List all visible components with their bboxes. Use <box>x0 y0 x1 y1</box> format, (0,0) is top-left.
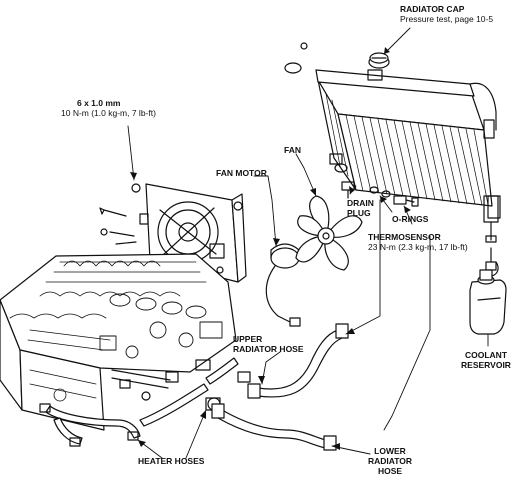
thermosensor-torque-label: 23 N-m (2.3 kg-m, 17 lb-ft) <box>368 242 468 252</box>
heater-hose-fittings <box>111 359 251 401</box>
drain-plug <box>341 181 355 199</box>
lower-radiator-hose <box>211 403 337 451</box>
radiator <box>315 69 501 219</box>
lower-hose-label-2: RADIATOR <box>367 456 413 466</box>
drain-plug-label-2: PLUG <box>347 208 371 218</box>
heater-hoses-label: HEATER HOSES <box>138 456 205 466</box>
radiator-cap-sublabel: Pressure test, page 10-5 <box>400 14 494 24</box>
fan-label: FAN <box>284 145 301 155</box>
thermosensor-label: THERMOSENSOR <box>368 232 441 242</box>
heater-hoses <box>45 357 239 445</box>
bolt-torque-label: 10 N-m (1.0 kg-m, 7 lb-ft) <box>61 108 156 118</box>
fan-motor-label: FAN MOTOR <box>216 168 267 178</box>
shroud-bolts <box>99 183 243 278</box>
lower-hose-label-1: LOWER <box>374 446 406 456</box>
coolant-reservoir-label-2: RESERVOIR <box>461 360 511 370</box>
engine-block <box>0 253 237 431</box>
o-rings-label: O-RINGS <box>392 214 429 224</box>
drain-plug-label-1: DRAIN <box>347 198 374 208</box>
coolant-reservoir-label-1: COOLANT <box>464 350 508 360</box>
radiator-cap <box>368 52 390 69</box>
thermosensor <box>393 195 419 207</box>
fan-blades <box>295 195 363 271</box>
o-rings <box>369 186 391 198</box>
cap-washer <box>284 62 302 74</box>
radiator-cap-label: RADIATOR CAP <box>400 4 465 14</box>
upper-hose-label-1: UPPER <box>233 334 263 344</box>
coolant-reservoir <box>469 261 507 335</box>
lower-hose-label-3: HOSE <box>377 466 403 476</box>
upper-hose-label-2: RADIATOR HOSE <box>233 344 304 354</box>
arrowheads <box>130 47 411 450</box>
bolt-size-label: 6 x 1.0 mm <box>77 98 121 108</box>
cap-bolt <box>300 42 308 50</box>
radiator-mount-parts <box>483 195 499 271</box>
upper-radiator-hose <box>247 323 349 399</box>
